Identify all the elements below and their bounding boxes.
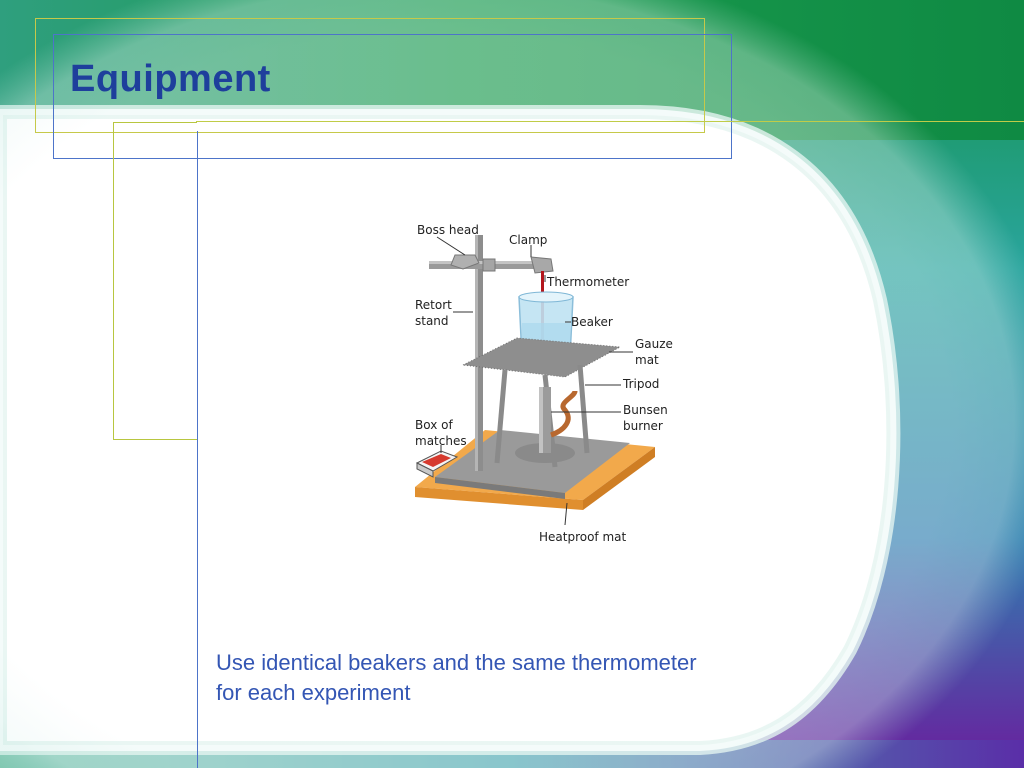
retort-stand-rod (475, 235, 483, 471)
tripod-leg (494, 369, 508, 464)
frame-line-yellow-horizontal (196, 121, 1024, 122)
label-box-of-matches-line1: Box of (415, 418, 453, 432)
label-boss-head: Boss head (417, 223, 479, 237)
caption-line: for each experiment (216, 680, 411, 705)
tripod-leg (577, 364, 590, 454)
label-bunsen-burner-line2: burner (623, 419, 663, 433)
caption-line: Use identical beakers and the same therm… (216, 650, 697, 675)
slide-caption: Use identical beakers and the same therm… (216, 648, 796, 708)
label-tripod: Tripod (622, 377, 659, 391)
frame-line-yellow-left (113, 122, 197, 440)
boss-head (450, 254, 480, 270)
label-beaker: Beaker (571, 315, 613, 329)
frame-line-yellow-box (35, 18, 705, 133)
label-gauze-mat-line1: Gauze (635, 337, 673, 351)
label-heatproof-mat: Heatproof mat (539, 530, 627, 544)
label-thermometer: Thermometer (546, 275, 629, 289)
label-clamp: Clamp (509, 233, 547, 247)
slide-title: Equipment (70, 58, 271, 100)
label-retort-stand-line1: Retort (415, 298, 452, 312)
frame-line-blue-box (53, 34, 732, 159)
lab-equipment-diagram: Boss head Clamp Thermometer Retort stand… (415, 223, 673, 544)
label-gauze-mat-line2: mat (635, 353, 659, 367)
clamp (530, 256, 554, 274)
label-bunsen-burner-line1: Bunsen (623, 403, 668, 417)
gauze-mat (463, 338, 620, 377)
frame-line-blue-vertical (197, 131, 198, 768)
label-retort-stand-line2: stand (415, 314, 449, 328)
label-box-of-matches-line2: matches (415, 434, 467, 448)
gas-tube (550, 390, 578, 438)
